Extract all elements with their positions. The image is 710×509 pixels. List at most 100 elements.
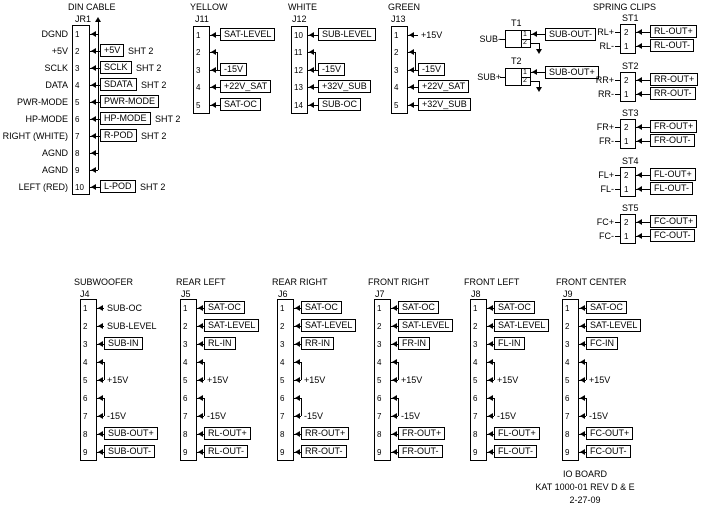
sheet-ref: SHT 2 (141, 80, 167, 90)
join-line (301, 398, 302, 416)
clip-out-label: FC-OUT- (650, 229, 695, 242)
wire-arrow (91, 31, 96, 37)
pin-number: 2 (624, 218, 629, 227)
wire-arrow (295, 413, 300, 419)
pin-number: 1 (624, 232, 629, 241)
wire-arrow (98, 341, 103, 347)
pin-number: 1 (624, 137, 629, 146)
signal-label: SCLK (100, 61, 132, 74)
clip-out-label: RL-OUT+ (650, 25, 697, 38)
connector-ref: J9 (563, 289, 573, 299)
pin-number: 2 (624, 171, 629, 180)
pin-number: 6 (377, 394, 382, 403)
signal-label: -15V (304, 411, 324, 421)
signal-label: -15V (107, 411, 127, 421)
signal-label: SUB-OUT+ (104, 427, 158, 440)
wire-arrow (91, 99, 96, 105)
connector-title: GREEN (388, 2, 421, 12)
connector-ref: J5 (181, 289, 191, 299)
pin-number: 5 (394, 101, 399, 110)
wire-arrow (211, 67, 216, 73)
wire-arrow (637, 219, 642, 225)
clip-terminal-label: RL- (599, 41, 614, 51)
title-block: IO BOARD KAT 1000-01 REV D & E 2-27-09 (500, 468, 670, 507)
connector-ref: J7 (375, 289, 385, 299)
pin-number: 3 (83, 340, 88, 349)
signal-label: +22V_SAT (418, 80, 470, 93)
wire (636, 94, 650, 95)
wire (636, 175, 650, 176)
wire (615, 46, 620, 47)
transformer-input-label: SUB- (479, 34, 501, 44)
ground-bus-arrow (95, 17, 101, 22)
wire-arrow (198, 305, 203, 311)
pin-left-label: DGND (41, 29, 69, 39)
signal-label: FR-OUT+ (398, 427, 446, 440)
pin-number: 7 (83, 412, 88, 421)
wire-arrow (532, 69, 537, 75)
pin-number: 1 (523, 69, 527, 76)
signal-label: SAT-LEVEL (204, 319, 260, 332)
signal-label: L-POD (100, 180, 136, 193)
pin-number: 2 (196, 48, 201, 57)
wire-arrow (580, 305, 585, 311)
pin-number: 2 (523, 77, 527, 84)
join-line (204, 398, 205, 416)
pin-number: 4 (394, 83, 399, 92)
pin-number: 4 (280, 358, 285, 367)
wire-arrow (91, 48, 96, 54)
signal-label: -15V (401, 411, 421, 421)
signal-label: -15V (220, 63, 248, 76)
wire-arrow (309, 102, 314, 108)
signal-label: SAT-OC (204, 301, 245, 314)
wire (636, 32, 650, 33)
wire-arrow (211, 49, 216, 55)
join-line (586, 362, 587, 380)
pin-number: 9 (183, 448, 188, 457)
pin-number: 1 (565, 304, 570, 313)
pin-number: 5 (565, 376, 570, 385)
signal-label: -15V (589, 411, 609, 421)
wire-arrow (198, 377, 203, 383)
wire-arrow (98, 359, 103, 365)
connector-title: FRONT RIGHT (368, 277, 430, 287)
pin-number: 4 (377, 358, 382, 367)
wire-arrow (637, 172, 642, 178)
pin-number: 3 (377, 340, 382, 349)
pin-number: 2 (624, 123, 629, 132)
pin-number: 5 (377, 376, 382, 385)
spring-clip-ref: ST5 (622, 203, 639, 213)
join-line (104, 362, 105, 380)
wire (531, 81, 539, 82)
wire-arrow (580, 359, 585, 365)
wire-arrow (98, 323, 103, 329)
wire-arrow (488, 341, 493, 347)
wire-arrow (295, 341, 300, 347)
pin-number: 8 (75, 149, 80, 158)
wire-arrow (488, 377, 493, 383)
signal-label: FC-OUT- (586, 445, 631, 458)
wire-arrow (211, 32, 216, 38)
connector-title: YELLOW (190, 2, 228, 12)
pin-number: 2 (83, 322, 88, 331)
wire-arrow (309, 49, 314, 55)
wire-arrow (98, 431, 103, 437)
pin-number: 7 (183, 412, 188, 421)
pin-left-label: SCLK (44, 63, 68, 73)
pin-number: 4 (183, 358, 188, 367)
clip-out-label: RL-OUT- (650, 39, 694, 52)
wire-arrow (91, 167, 96, 173)
pin-number: 6 (83, 394, 88, 403)
pin-number: 4 (565, 358, 570, 367)
wire (531, 34, 545, 35)
signal-label: RL-OUT- (204, 445, 248, 458)
pin-number: 1 (377, 304, 382, 313)
signal-label: HP-MODE (100, 112, 151, 125)
pin-number: 9 (83, 448, 88, 457)
pin-number: 1 (624, 185, 629, 194)
